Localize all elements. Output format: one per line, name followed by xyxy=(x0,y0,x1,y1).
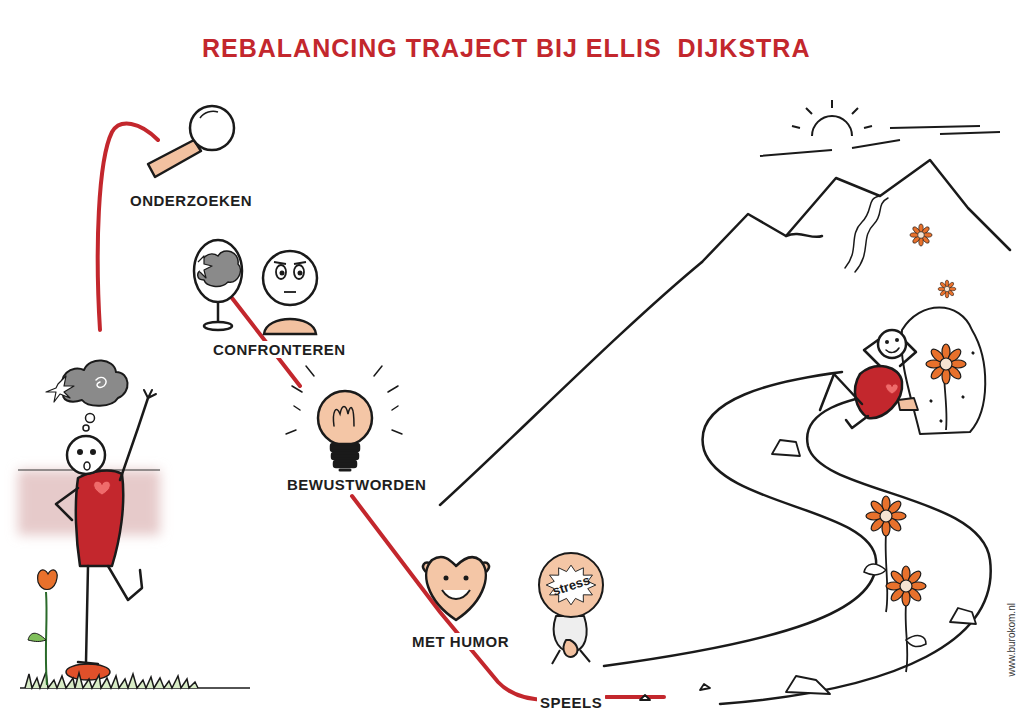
relaxed-figure xyxy=(820,330,918,428)
small-flower xyxy=(28,570,57,685)
face-icon xyxy=(263,251,317,334)
stress-ball: stress xyxy=(538,552,604,618)
ball-feet xyxy=(552,616,590,664)
watermark: www.burokom.nl xyxy=(1006,603,1018,676)
magnifier-icon xyxy=(148,106,234,177)
stage-label: BEWUSTWORDEN xyxy=(284,476,429,493)
ground xyxy=(20,664,250,688)
stage-label: SPEELS xyxy=(537,694,605,711)
stage-label: ONDERZOEKEN xyxy=(127,192,255,209)
mountains xyxy=(440,160,1010,505)
smiley-icon xyxy=(423,557,489,620)
stage-label: MET HUMOR xyxy=(409,633,512,650)
stage-label: CONFRONTEREN xyxy=(210,341,349,358)
mirror-icon xyxy=(194,240,242,330)
journey-line xyxy=(98,124,664,700)
stressed-figure xyxy=(46,360,156,664)
rock xyxy=(901,308,985,435)
stones xyxy=(640,440,976,700)
lightbulb-icon xyxy=(286,366,402,470)
title: REBALANCING TRAJECT BIJ ELLIS DIJKSTRA xyxy=(202,34,810,63)
starburst-shape xyxy=(546,565,596,605)
sun xyxy=(760,100,1000,156)
flowers xyxy=(864,224,966,672)
